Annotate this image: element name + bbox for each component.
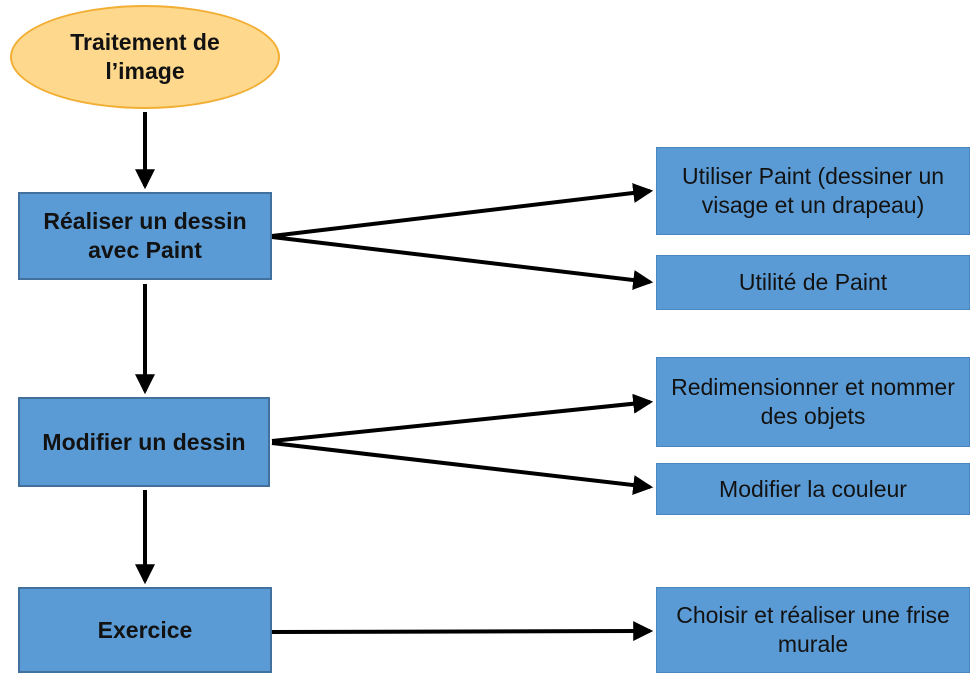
arrow-modifier-to-redim <box>271 393 654 443</box>
node-traitement-image-label: Traitement de l’image <box>70 29 220 84</box>
node-modifier-couleur: Modifier la couleur <box>656 463 970 515</box>
arrow-realiser-to-utilite <box>271 235 654 290</box>
node-traitement-image: Traitement de l’image <box>10 5 280 109</box>
node-frise-murale-label: Choisir et réaliser une frise murale <box>676 602 950 657</box>
arrow-exercice-to-frise <box>271 621 654 642</box>
node-utiliser-paint-label: Utiliser Paint (dessiner un visage et un… <box>681 163 945 218</box>
node-modifier-dessin: Modifier un dessin <box>18 397 270 487</box>
arrow-modifier-to-couleur <box>271 441 654 495</box>
node-modifier-couleur-label: Modifier la couleur <box>719 475 907 502</box>
node-utilite-paint-label: Utilité de Paint <box>738 269 888 296</box>
node-exercice: Exercice <box>18 587 272 673</box>
node-utilite-paint: Utilité de Paint <box>656 255 970 310</box>
node-exercice-label: Exercice <box>97 616 193 643</box>
node-redimensionner-nommer-label: Redimensionner et nommer des objets <box>671 374 955 429</box>
node-utiliser-paint: Utiliser Paint (dessiner un visage et un… <box>656 147 970 235</box>
arrow-realiser-to-utiliser <box>271 183 654 238</box>
node-modifier-dessin-label: Modifier un dessin <box>42 428 246 455</box>
node-frise-murale: Choisir et réaliser une frise murale <box>656 587 970 673</box>
node-realiser-dessin-label: Réaliser un dessin avec Paint <box>43 208 247 263</box>
node-redimensionner-nommer: Redimensionner et nommer des objets <box>656 357 970 447</box>
node-realiser-dessin: Réaliser un dessin avec Paint <box>18 192 272 280</box>
